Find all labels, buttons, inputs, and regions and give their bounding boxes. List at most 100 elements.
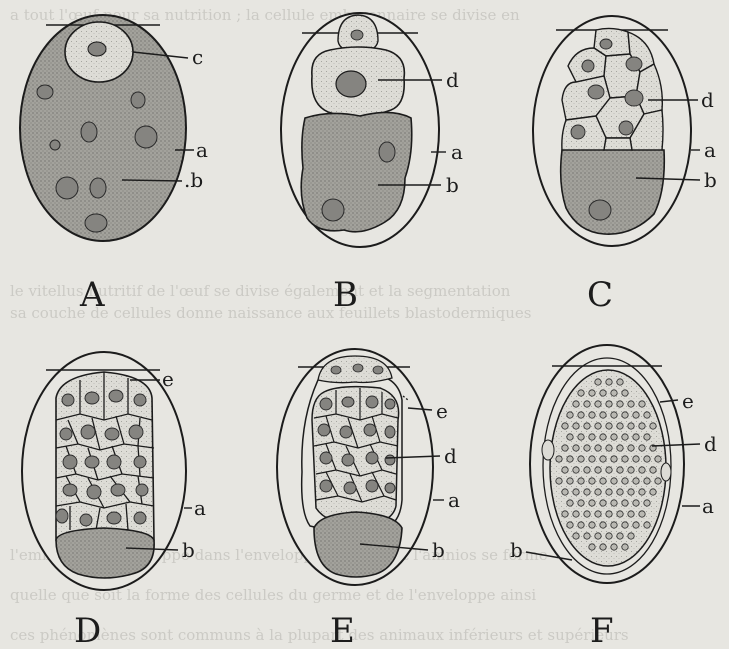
panel-b-part-label: d [446, 68, 459, 92]
panel-f-cell-nucleus [617, 423, 623, 429]
panel-f-cell-nucleus [595, 445, 601, 451]
panel-c-part-label: b [704, 168, 717, 192]
panel-a-label: A [79, 275, 105, 315]
panel-f-cell-nucleus [562, 423, 568, 429]
panel-f-cell-nucleus [589, 456, 595, 462]
panel-f-cell-nucleus [617, 379, 623, 385]
panel-f-cell-nucleus [650, 467, 656, 473]
panel-f-cell-nucleus [595, 533, 601, 539]
panel-f-cell-nucleus [578, 434, 584, 440]
panel-e-part-label: d [444, 444, 457, 468]
panel-b-part-label: b [446, 173, 459, 197]
panel-f-cell-nucleus [617, 401, 623, 407]
panel-f-label: F [590, 611, 614, 649]
panel-f-cell-nucleus [584, 445, 590, 451]
panel-d: e a b D [22, 352, 206, 649]
panel-e-part-label: b [432, 538, 445, 562]
panel-f-cell-nucleus [600, 412, 606, 418]
panel-e-label: E [330, 611, 355, 649]
panel-f-part-label: d [704, 432, 717, 456]
panel-f-cell-nucleus [567, 412, 573, 418]
panel-f-cell-nucleus [622, 500, 628, 506]
panel-f-cell-nucleus [589, 434, 595, 440]
panel-f-cell-nucleus [633, 500, 639, 506]
panel-f-cell-nucleus [573, 533, 579, 539]
panel-f-cell-nucleus [628, 533, 634, 539]
panel-f-cell-nucleus [606, 489, 612, 495]
panel-e: e d a b E [277, 349, 460, 649]
panel-f-cell-nucleus [622, 544, 628, 550]
panel-f-cell-nucleus [556, 478, 562, 484]
panel-f-cell-nucleus [644, 456, 650, 462]
panel-f-cell-nucleus [578, 456, 584, 462]
panel-f-cell-nucleus [633, 522, 639, 528]
panel-f-cell-nucleus [562, 467, 568, 473]
panel-e-part-label: a [448, 488, 460, 512]
panel-f-cell-nucleus [606, 467, 612, 473]
panel-f-cell-nucleus [639, 423, 645, 429]
panel-d-part-label: a [194, 496, 206, 520]
panel-f-cell-nucleus [600, 522, 606, 528]
panel-b: d a b B [281, 13, 463, 315]
panel-f-cell-nucleus [589, 412, 595, 418]
panel-c-label: C [587, 275, 613, 315]
panel-f-cell-nucleus [578, 522, 584, 528]
panel-a-part-label: .b [184, 168, 203, 192]
panel-f-cell-nucleus [600, 500, 606, 506]
panel-d-part-label: b [182, 538, 195, 562]
panel-f-cell-nucleus [606, 401, 612, 407]
panel-f-cell-nucleus [611, 434, 617, 440]
panel-f-cell-nucleus [622, 478, 628, 484]
panel-f-cell-nucleus [589, 522, 595, 528]
panel-f-cell-nucleus [628, 401, 634, 407]
panel-f-cell-nucleus [639, 445, 645, 451]
panel-a-part-label: a [196, 138, 208, 162]
panel-f-cell-nucleus [628, 445, 634, 451]
panel-f-cell-nucleus [573, 401, 579, 407]
panel-f-cell-nucleus [567, 456, 573, 462]
panel-f-cell-nucleus [567, 522, 573, 528]
panel-f-cell-nucleus [633, 456, 639, 462]
panel-d-label: D [74, 611, 101, 649]
panel-f-cell-nucleus [628, 511, 634, 517]
panel-f-cell-nucleus [622, 456, 628, 462]
panel-f-cell-nucleus [600, 434, 606, 440]
panel-f-cell-nucleus [595, 379, 601, 385]
panel-f-cell-nucleus [595, 423, 601, 429]
panel-d-part-label: e [162, 367, 174, 391]
panel-a-part-label: c [192, 45, 203, 69]
panel-b-nutritive-mass [301, 112, 412, 231]
panel-f-cell-nucleus [650, 489, 656, 495]
panel-f-cell-nucleus [589, 390, 595, 396]
panel-f-cell-nucleus [578, 412, 584, 418]
panel-f-cell-nucleus [628, 467, 634, 473]
panel-f-part-label: a [702, 494, 714, 518]
panel-f-cell-nucleus [655, 478, 661, 484]
panel-f-part-label: e [682, 389, 694, 413]
panel-f-cell-nucleus [556, 456, 562, 462]
panel-f-cell-nucleus [611, 456, 617, 462]
panel-f-cell-nucleus [606, 533, 612, 539]
panel-f-cell-nucleus [600, 544, 606, 550]
panel-f-cell-nucleus [617, 533, 623, 539]
svg-text:ces phénomènes sont communs à: ces phénomènes sont communs à la plupart… [10, 626, 629, 644]
panel-f-cell-nucleus [584, 467, 590, 473]
panel-f-cell-nucleus [595, 467, 601, 473]
panel-f-cell-nucleus [639, 511, 645, 517]
panel-f: e d a b F [510, 345, 717, 649]
panel-f-cell-nucleus [595, 511, 601, 517]
panel-f-cell-nucleus [567, 434, 573, 440]
panel-f-cell-nucleus [611, 544, 617, 550]
panel-a-germinal-nucleus [88, 42, 106, 56]
panel-f-cell-nucleus [611, 478, 617, 484]
panel-f-cell-nucleus [617, 445, 623, 451]
panel-f-cell-nucleus [611, 390, 617, 396]
panel-f-cell-nucleus [606, 423, 612, 429]
panel-c-mass-nucleus [589, 200, 611, 220]
panel-f-cell-nucleus [578, 500, 584, 506]
panel-f-cell-nucleus [622, 390, 628, 396]
panel-f-cell-nucleus [633, 434, 639, 440]
panel-c-part-label: a [704, 138, 716, 162]
panel-f-cell-nucleus [644, 434, 650, 440]
